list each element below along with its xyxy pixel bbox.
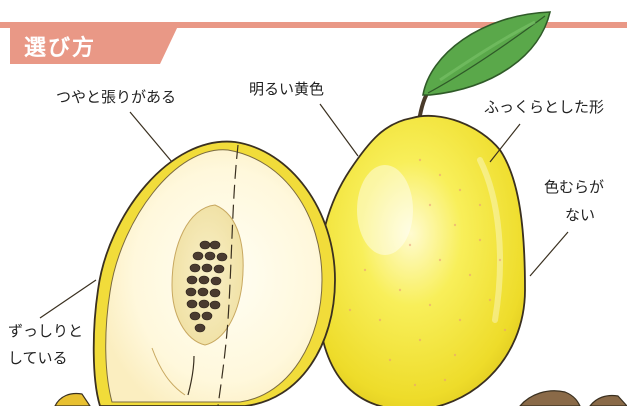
label-glossy-firm: つやと張りがある — [56, 88, 177, 106]
seeds — [185, 240, 228, 333]
bottom-fruits — [54, 390, 627, 406]
label-plump-shape: ふっくらとした形 — [484, 98, 605, 116]
header-tab-shape — [10, 26, 178, 64]
whole-quince — [316, 114, 526, 406]
header-band — [0, 22, 627, 28]
label-heavy-line2: している — [8, 349, 68, 367]
header-title: 選び方 — [24, 35, 97, 61]
leader-lines — [39, 103, 569, 319]
label-even-color-line2: ない — [565, 206, 596, 224]
label-bright-yellow: 明るい黄色 — [249, 80, 325, 98]
label-even-color-line1: 色むらが — [544, 178, 605, 196]
header-tab — [10, 26, 178, 64]
label-heavy-line1: ずっしりと — [8, 322, 84, 340]
halved-quince — [92, 140, 336, 406]
